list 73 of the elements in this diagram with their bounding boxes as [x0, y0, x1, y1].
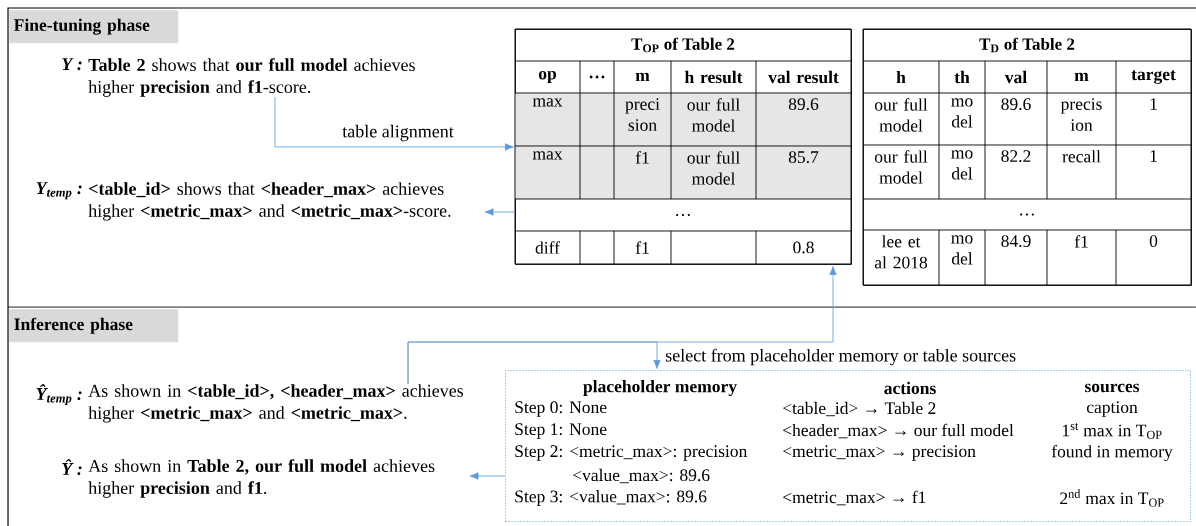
table-cell: 1	[1150, 98, 1157, 110]
sentence: As shown in <table_id>, <header_max> achieves higher <metric_max> and <metric_max>.	[88, 384, 464, 423]
table-cell: diff	[535, 241, 560, 254]
column-header: h result	[684, 70, 743, 84]
table-text: <metric_max> → f1	[783, 490, 926, 506]
table-cell: f1	[1074, 235, 1088, 248]
table-cell: …	[676, 213, 690, 217]
table-cell: our full model	[687, 151, 740, 185]
table-text: found in memory	[1051, 444, 1173, 462]
node-label: T$_{D}$ of Table 2	[979, 37, 1075, 53]
table-text: 2$^{nd}$ max in T$_{OP}$	[1060, 489, 1164, 507]
column-header: target	[1131, 70, 1176, 84]
table-cell: our full model	[687, 98, 740, 132]
table-cell: mo del	[951, 150, 973, 180]
column-header: actions	[884, 381, 936, 395]
table-text: Step 0: None	[515, 401, 607, 417]
table-cell: precis ion	[1060, 98, 1102, 131]
table-text: Step 1: None	[515, 423, 607, 439]
table-cell: our full model	[874, 98, 928, 132]
table-cell: lee et al 2018	[874, 235, 928, 269]
table-cell: 82.2	[1001, 150, 1031, 163]
table-cell: 1	[1150, 150, 1157, 162]
column-header: th	[954, 70, 970, 84]
arrow	[469, 472, 506, 480]
column-header: …	[589, 75, 605, 79]
table-cell: 0	[1149, 235, 1158, 247]
table-text: Step 3: <value_max>: 89.6	[515, 490, 707, 506]
sentence: Table 2 shows that our full model achieves higher precision and f1-score.	[88, 58, 415, 97]
table-cell: 0.8	[793, 241, 814, 254]
phase-header: Inference phase	[9, 309, 179, 343]
table-text: <header_max> → our full model	[783, 423, 1014, 439]
sentence: As shown in Table 2, our full model achieves higher precision and f1.	[88, 459, 435, 498]
table-text: Step 2: <metric_max>: precision	[515, 445, 748, 461]
table-text: 1$^{st}$ max in T$_{OP}$	[1062, 423, 1162, 439]
column-header: m	[1074, 72, 1089, 82]
column-header: placeholder memory	[583, 380, 737, 396]
table-cell: 89.6	[788, 98, 819, 111]
table-cell: 85.7	[788, 151, 819, 164]
table-text: <value_max>: 89.6	[573, 468, 710, 484]
table-cell: mo del	[951, 235, 973, 265]
table-cell: f1	[635, 151, 649, 164]
column-header: val	[1004, 70, 1027, 84]
phase-header: Fine-tuning phase	[9, 10, 179, 44]
table-cell: mo del	[951, 98, 973, 128]
table-text: <metric_max> → precision	[783, 445, 976, 461]
edge-label: select from placeholder memory or table sources	[664, 347, 1018, 367]
table-cell: …	[1020, 213, 1034, 216]
table-text: caption	[1086, 401, 1138, 417]
arrow	[274, 96, 514, 151]
table-cell: 89.6	[1001, 98, 1031, 111]
table-cell: our full model	[874, 150, 928, 184]
column-header: h	[896, 70, 906, 84]
sentence: <table_id> shows that <header_max> achieves higher <metric_max> and <metric_max>-score.	[88, 182, 451, 221]
arrow	[484, 208, 516, 216]
table-cell: recall	[1062, 150, 1101, 163]
column-header: op	[538, 71, 557, 83]
column-header: m	[635, 72, 650, 82]
node-label: T$_{OP}$ of Table 2	[631, 37, 735, 53]
symbol-label: Ŷ :	[62, 459, 82, 476]
table-cell: f1	[635, 241, 649, 254]
arrow	[407, 341, 661, 385]
column-header: val result	[768, 70, 839, 84]
memory-box	[505, 370, 1191, 522]
symbol-label: Y :	[62, 58, 82, 71]
table-cell: max	[532, 98, 563, 107]
symbol-label: Y$_{temp}$ :	[36, 182, 82, 200]
table-text: <table_id> → Table 2	[783, 401, 936, 417]
table-cell: max	[532, 151, 563, 160]
table-cell: 84.9	[1001, 235, 1031, 248]
column-header: sources	[1085, 383, 1140, 393]
symbol-label: Ŷ$_{temp}$ :	[36, 384, 82, 406]
table-cell: preci sion	[625, 98, 660, 131]
edge-label: table alignment	[341, 123, 455, 143]
